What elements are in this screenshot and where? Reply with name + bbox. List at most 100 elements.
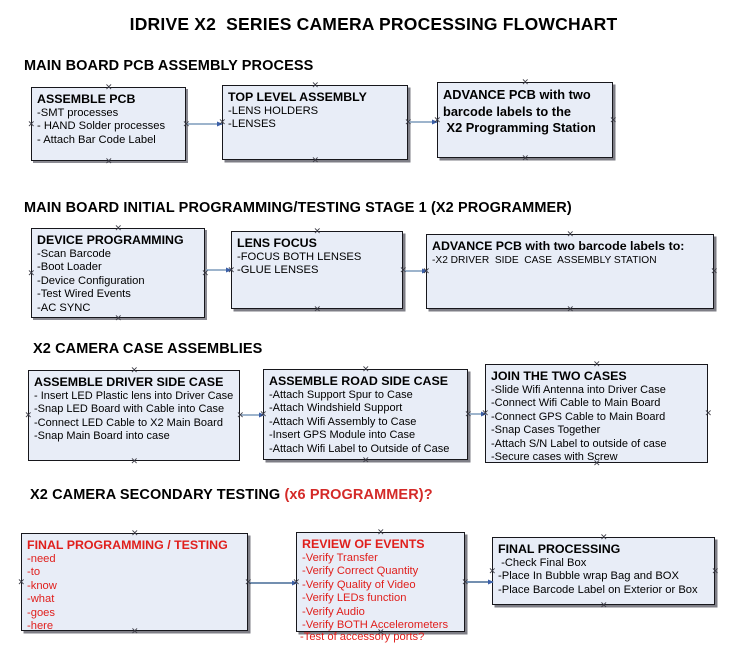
shape-handle-icon[interactable]: ✕	[488, 565, 497, 576]
section-heading-text: X2 CAMERA SECONDARY TESTING	[30, 487, 285, 503]
shape-handle-icon[interactable]: ✕	[377, 526, 385, 537]
shape-handle-icon[interactable]: ✕	[313, 303, 322, 314]
shape-handle-icon[interactable]: ✕	[404, 117, 413, 127]
box-advance-pcb-to-driver-side-case[interactable]: ADVANCE PCB with two barcode labels to: …	[426, 234, 714, 309]
shape-handle-icon[interactable]: ✕	[566, 303, 575, 314]
shape-handle-icon[interactable]: ✕	[311, 154, 320, 165]
shape-handle-icon[interactable]: ✕	[24, 410, 33, 420]
shape-handle-icon[interactable]: ✕	[566, 228, 575, 239]
box-lens-focus[interactable]: LENS FOCUS -FOCUS BOTH LENSES -GLUE LENS…	[231, 231, 403, 309]
box-line: -Secure cases with Screw	[491, 451, 618, 464]
box-title: REVIEW OF EVENTS	[302, 537, 425, 551]
box-line: -Attach Wifi Label to Outside of Case	[269, 442, 450, 455]
box-line: -Check Final Box	[498, 557, 587, 569]
box-final-programming-testing[interactable]: FINAL PROGRAMMING / TESTING -need -to -k…	[21, 533, 248, 632]
shape-handle-icon[interactable]: ✕	[399, 264, 408, 275]
shape-handle-icon[interactable]: ✕	[182, 118, 191, 129]
shape-handle-icon[interactable]: ✕	[704, 408, 713, 418]
shape-handle-icon[interactable]: ✕	[593, 457, 601, 468]
box-line: -Snap Main Board into case	[34, 430, 170, 443]
shape-handle-icon[interactable]: ✕	[600, 599, 608, 610]
shape-handle-icon[interactable]: ✕	[130, 455, 139, 466]
box-title: ADVANCE PCB with two barcode labels to:	[432, 239, 685, 253]
shape-handle-icon[interactable]: ✕	[105, 155, 113, 166]
box-title: ASSEMBLE DRIVER SIDE CASE	[34, 375, 224, 389]
box-line: -Connect Wifi Cable to Main Board	[491, 397, 661, 410]
shape-handle-icon[interactable]: ✕	[521, 76, 530, 87]
box-line: -Place In Bubble wrap Bag and BOX	[498, 570, 679, 583]
box-line: -Verify Transfer	[302, 552, 378, 564]
box-line: -Attach Support Spur to Case	[269, 389, 413, 401]
box-device-programming[interactable]: DEVICE PROGRAMMING -Scan Barcode -Boot L…	[31, 228, 205, 318]
box-line: -Snap Cases Together	[491, 424, 601, 437]
box-line: -GLUE LENSES	[237, 264, 319, 277]
shape-handle-icon[interactable]: ✕	[131, 625, 139, 636]
box-line-overflow: -Test of accessory ports?	[300, 631, 425, 643]
shape-handle-icon[interactable]: ✕	[131, 527, 139, 538]
box-line: -Connect LED Cable to X2 Main Board	[34, 416, 223, 429]
shape-handle-icon[interactable]: ✕	[593, 358, 601, 369]
section-heading-x2-camera-secondary-testing: X2 CAMERA SECONDARY TESTING (x6 PROGRAMM…	[30, 487, 433, 503]
box-line: -FOCUS BOTH LENSES	[237, 251, 362, 263]
shape-handle-icon[interactable]: ✕	[236, 410, 245, 420]
box-title: DEVICE PROGRAMMING	[37, 233, 184, 247]
shape-handle-icon[interactable]: ✕	[130, 364, 139, 375]
shape-handle-icon[interactable]: ✕	[227, 264, 236, 275]
box-line: -LENSES	[228, 118, 276, 131]
box-title: LENS FOCUS	[237, 236, 317, 250]
box-review-of-events[interactable]: REVIEW OF EVENTS -Verify Transfer -Verif…	[296, 532, 465, 632]
box-line: -need	[27, 553, 56, 565]
shape-handle-icon[interactable]: ✕	[481, 408, 490, 418]
shape-handle-icon[interactable]: ✕	[377, 626, 385, 637]
shape-handle-icon[interactable]: ✕	[201, 267, 210, 278]
box-assemble-pcb[interactable]: ASSEMBLE PCB -SMT processes - HAND Solde…	[31, 87, 186, 161]
box-line: -Verify Audio	[302, 605, 365, 618]
shape-handle-icon[interactable]: ✕	[600, 531, 608, 542]
box-top-level-assembly[interactable]: TOP LEVEL ASSEMBLY -LENS HOLDERS -LENSES	[222, 85, 408, 160]
box-assemble-road-side-case[interactable]: ASSEMBLE ROAD SIDE CASE -Attach Support …	[263, 369, 468, 460]
shape-handle-icon[interactable]: ✕	[311, 79, 320, 90]
shape-handle-icon[interactable]: ✕	[244, 576, 253, 587]
box-line: -know	[27, 579, 57, 592]
shape-handle-icon[interactable]: ✕	[105, 81, 113, 92]
shape-handle-icon[interactable]: ✕	[609, 114, 618, 125]
box-line: -Test Wired Events	[37, 288, 131, 301]
shape-handle-icon[interactable]: ✕	[464, 409, 473, 419]
box-line: -Verify BOTH Accelerometers	[302, 619, 449, 632]
shape-handle-icon[interactable]: ✕	[17, 576, 26, 587]
box-line: -Attach S/N Label to outside of case	[491, 437, 667, 450]
shape-handle-icon[interactable]: ✕	[362, 363, 370, 374]
box-title: JOIN THE TWO CASES	[491, 369, 627, 383]
box-line: -Verify Correct Quantity	[302, 565, 419, 578]
shape-handle-icon[interactable]: ✕	[27, 267, 36, 278]
shape-handle-icon[interactable]: ✕	[711, 565, 720, 576]
shape-handle-icon[interactable]: ✕	[218, 117, 227, 127]
box-line: -Verify LEDs function	[302, 592, 407, 605]
box-final-processing[interactable]: FINAL PROCESSING -Check Final Box -Place…	[492, 537, 715, 605]
shape-handle-icon[interactable]: ✕	[461, 576, 470, 587]
box-assemble-driver-side-case[interactable]: ASSEMBLE DRIVER SIDE CASE - Insert LED P…	[28, 370, 240, 461]
box-line: -Attach Windshield Support	[269, 402, 403, 415]
shape-handle-icon[interactable]: ✕	[114, 222, 123, 233]
box-line: -to	[27, 566, 41, 579]
box-line: -Place Barcode Label on Exterior or Box	[498, 583, 698, 596]
box-join-the-two-cases[interactable]: JOIN THE TWO CASES -Slide Wifi Antenna i…	[485, 364, 708, 463]
shape-handle-icon[interactable]: ✕	[313, 225, 322, 236]
box-line: -Verify Quality of Video	[302, 578, 416, 591]
box-title: ADVANCE PCB with two barcode labels to t…	[443, 87, 596, 135]
shape-handle-icon[interactable]: ✕	[292, 576, 301, 587]
shape-handle-icon[interactable]: ✕	[114, 312, 123, 323]
box-line: -X2 DRIVER SIDE CASE ASSEMBLY STATION	[432, 255, 657, 266]
box-line: -what	[27, 593, 55, 606]
shape-handle-icon[interactable]: ✕	[362, 454, 370, 465]
box-title: TOP LEVEL ASSEMBLY	[228, 90, 367, 104]
box-advance-pcb-to-programming-station[interactable]: ADVANCE PCB with two barcode labels to t…	[437, 82, 613, 158]
box-line: -Insert GPS Module into Case	[269, 429, 416, 442]
shape-handle-icon[interactable]: ✕	[521, 152, 530, 163]
shape-handle-icon[interactable]: ✕	[710, 266, 719, 276]
shape-handle-icon[interactable]: ✕	[433, 114, 442, 125]
shape-handle-icon[interactable]: ✕	[422, 266, 431, 276]
shape-handle-icon[interactable]: ✕	[27, 118, 36, 129]
shape-handle-icon[interactable]: ✕	[259, 409, 268, 419]
